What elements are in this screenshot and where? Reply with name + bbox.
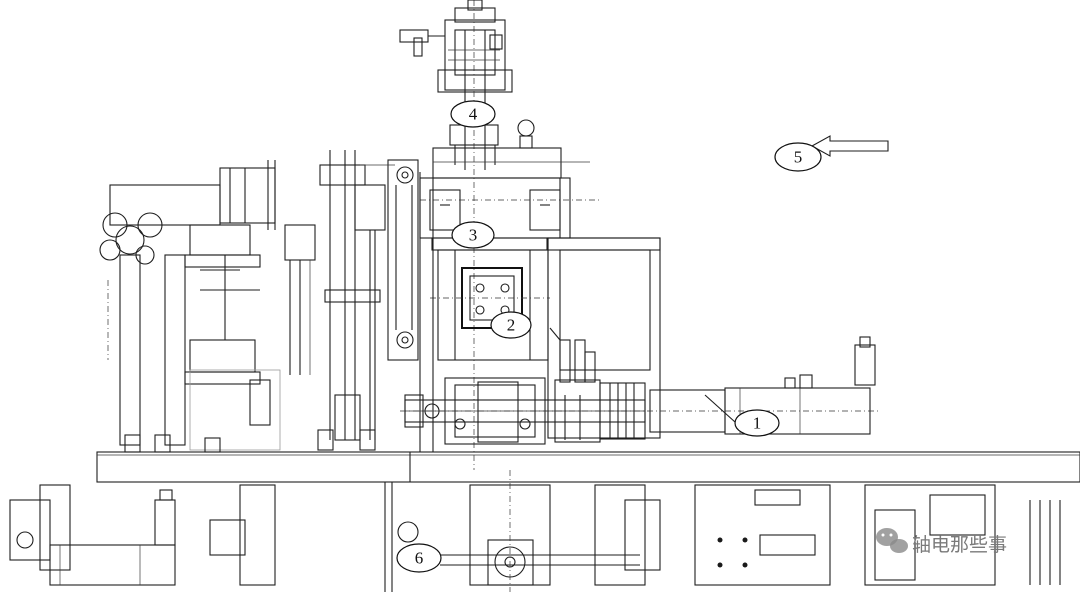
callout-label-3: 3 bbox=[469, 226, 478, 245]
wechat-icon bbox=[876, 528, 908, 553]
horizontal-spindle-assembly bbox=[400, 327, 880, 445]
left-feed-mechanism bbox=[99, 167, 281, 453]
callout-2: 2 bbox=[490, 311, 532, 339]
watermark-text: 轴电那些事 bbox=[912, 534, 1007, 556]
top-cylinder-assembly bbox=[399, 0, 535, 470]
watermark: 轴电那些事 bbox=[876, 528, 1007, 556]
callout-6: 6 bbox=[396, 543, 442, 573]
callout-label-1: 1 bbox=[753, 414, 762, 433]
callout-label-4: 4 bbox=[469, 105, 478, 124]
callout-label-5: 5 bbox=[794, 148, 803, 167]
callout-label-2: 2 bbox=[507, 316, 516, 335]
callout-label-6: 6 bbox=[415, 549, 424, 568]
vertical-guide-plate bbox=[387, 159, 419, 361]
center-left-columns bbox=[267, 150, 395, 451]
callout-1: 1 bbox=[704, 394, 780, 437]
callout-5: 5 bbox=[774, 142, 822, 172]
main-frame bbox=[419, 147, 661, 452]
callout-4: 4 bbox=[450, 100, 496, 128]
direction-arrow bbox=[810, 135, 889, 157]
bottom-left-motor bbox=[9, 484, 276, 586]
bottom-center-drive bbox=[397, 470, 661, 592]
bottom-right-views bbox=[694, 484, 1061, 586]
callout-3: 3 bbox=[451, 221, 495, 249]
base-plate bbox=[96, 451, 1080, 592]
